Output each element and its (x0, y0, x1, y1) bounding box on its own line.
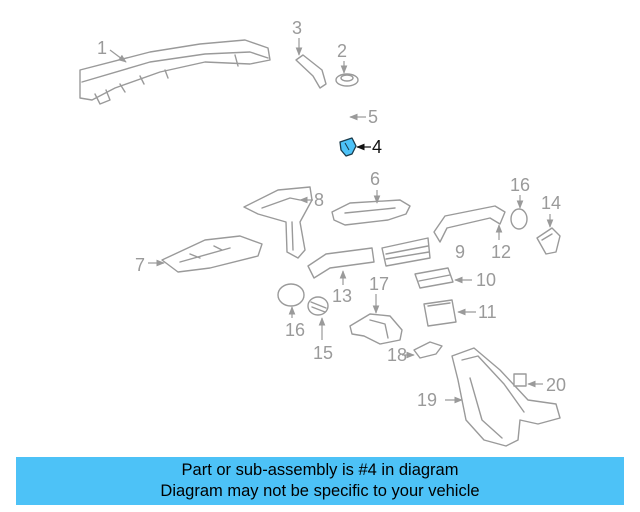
part-11-box (423, 299, 457, 327)
callout-11: 11 (478, 302, 497, 322)
part-13-duct (307, 247, 375, 279)
callout-18: 18 (387, 345, 407, 365)
callout-12: 12 (491, 242, 511, 262)
callout-19: 19 (417, 390, 437, 410)
callout-5: 5 (368, 107, 378, 127)
part-1-dash-duct (79, 39, 271, 105)
banner-line-2: Diagram may not be specific to your vehi… (160, 482, 480, 500)
part-7-duct (161, 235, 263, 273)
part-5-hose (324, 97, 349, 135)
callout-15: 15 (313, 343, 333, 363)
callout-7: 7 (135, 255, 145, 275)
callout-14: 14 (541, 193, 561, 213)
callout-9: 9 (455, 242, 465, 262)
banner-line-1: Part or sub-assembly is #4 in diagram (181, 461, 459, 479)
part-12-duct (433, 205, 506, 243)
part-14-vent (536, 227, 561, 255)
part-4-highlighted (339, 137, 357, 157)
callout-3: 3 (292, 18, 302, 38)
part-18-vent (413, 341, 443, 359)
info-banner: Part or sub-assembly is #4 in diagram Di… (16, 457, 624, 505)
callout-17: 17 (369, 274, 389, 294)
part-3-duct (295, 54, 327, 89)
callout-20: 20 (546, 375, 566, 395)
part-17-junction (349, 313, 403, 345)
part-16-vent-left (277, 283, 305, 307)
callout-6: 6 (370, 169, 380, 189)
callout-10: 10 (476, 270, 496, 290)
part-6-duct (331, 199, 411, 226)
part-20-clip (513, 373, 527, 387)
callout-16b: 16 (285, 320, 305, 340)
callout-4: 4 (372, 137, 382, 157)
part-2-grommet (335, 73, 359, 87)
callout-8: 8 (314, 190, 324, 210)
parts-diagram: 1 3 2 5 4 6 8 7 (79, 18, 566, 447)
callout-1: 1 (97, 38, 107, 58)
callout-13: 13 (332, 286, 352, 306)
part-16-vent-right (510, 208, 528, 230)
callout-2: 2 (337, 41, 347, 61)
part-15-vent (307, 296, 329, 316)
part-19-rear-duct (451, 347, 561, 447)
callout-16a: 16 (510, 175, 530, 195)
part-10-vent (414, 267, 454, 289)
part-8-duct (243, 186, 313, 259)
part-9-vent (381, 237, 431, 267)
